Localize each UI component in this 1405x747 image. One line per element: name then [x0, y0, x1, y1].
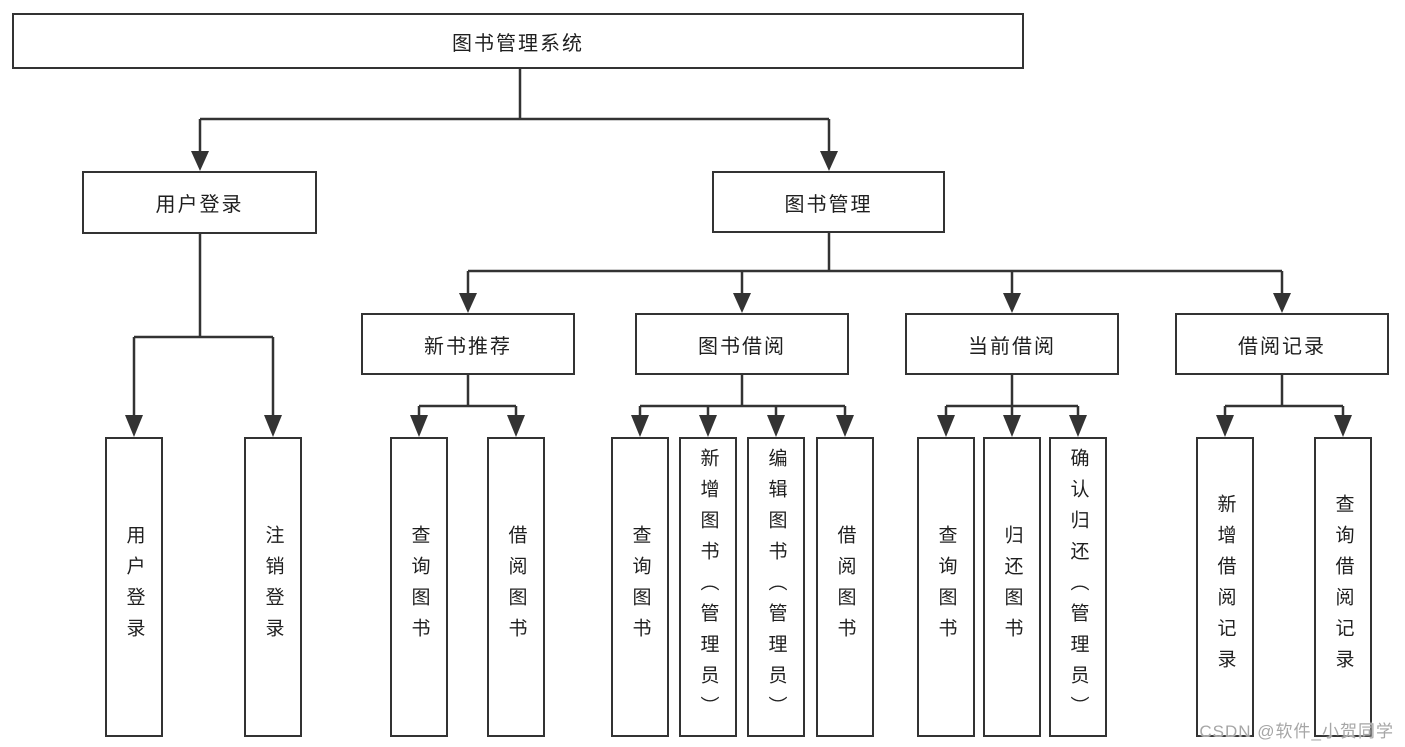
leaf-user-login: 用户登录 — [105, 437, 163, 737]
connector-strokes — [132, 69, 1345, 421]
node-book-borrowing: 图书借阅 — [635, 313, 849, 375]
arrowhead — [767, 415, 785, 437]
leaf-logout: 注销登录 — [244, 437, 302, 737]
node-book-management-module: 图书管理 — [712, 171, 945, 233]
arrowhead — [631, 415, 649, 437]
arrowhead — [733, 293, 751, 313]
leaf-borrow-books-1: 借阅图书 — [487, 437, 545, 737]
root-to-level2-lines — [198, 69, 831, 156]
leaf-query-books-3: 查询图书 — [917, 437, 975, 737]
leaf-query-books-2: 查询图书 — [611, 437, 669, 737]
node-user-login-module: 用户登录 — [82, 171, 317, 234]
arrowhead — [937, 415, 955, 437]
leaf-confirm-return-admin: 确认归还（管理员） — [1049, 437, 1107, 737]
arrowhead — [699, 415, 717, 437]
book-borrow-branch-lines — [638, 375, 847, 421]
arrowhead — [507, 415, 525, 437]
arrowhead — [836, 415, 854, 437]
arrowhead — [1273, 293, 1291, 313]
arrowhead — [125, 415, 143, 437]
leaf-borrow-books-2: 借阅图书 — [816, 437, 874, 737]
current-borrow-branch-lines — [944, 375, 1080, 421]
leaf-return-book: 归还图书 — [983, 437, 1041, 737]
leaf-query-books-1: 查询图书 — [390, 437, 448, 737]
arrowhead — [820, 151, 838, 171]
book-mgmt-branch-lines — [466, 233, 1284, 297]
node-current-borrowing: 当前借阅 — [905, 313, 1119, 375]
arrowhead — [1003, 415, 1021, 437]
leaf-query-borrow-record: 查询借阅记录 — [1314, 437, 1372, 737]
leaf-add-borrow-record: 新增借阅记录 — [1196, 437, 1254, 737]
arrowheads — [125, 151, 1352, 437]
arrowhead — [191, 151, 209, 171]
arrowhead — [410, 415, 428, 437]
node-borrowing-records: 借阅记录 — [1175, 313, 1389, 375]
arrowhead — [1003, 293, 1021, 313]
arrowhead — [264, 415, 282, 437]
node-new-book-recommend: 新书推荐 — [361, 313, 575, 375]
arrowhead — [459, 293, 477, 313]
records-branch-lines — [1223, 375, 1345, 421]
arrowhead — [1216, 415, 1234, 437]
arrowhead — [1069, 415, 1087, 437]
new-book-branch-lines — [417, 375, 518, 421]
arrowhead — [1334, 415, 1352, 437]
csdn-watermark: CSDN @软件_小贺同学 — [1199, 722, 1394, 741]
leaf-edit-book-admin: 编辑图书（管理员） — [747, 437, 805, 737]
user-login-branch-lines — [132, 234, 275, 421]
leaf-add-book-admin: 新增图书（管理员） — [679, 437, 737, 737]
node-library-management-system: 图书管理系统 — [12, 13, 1024, 69]
